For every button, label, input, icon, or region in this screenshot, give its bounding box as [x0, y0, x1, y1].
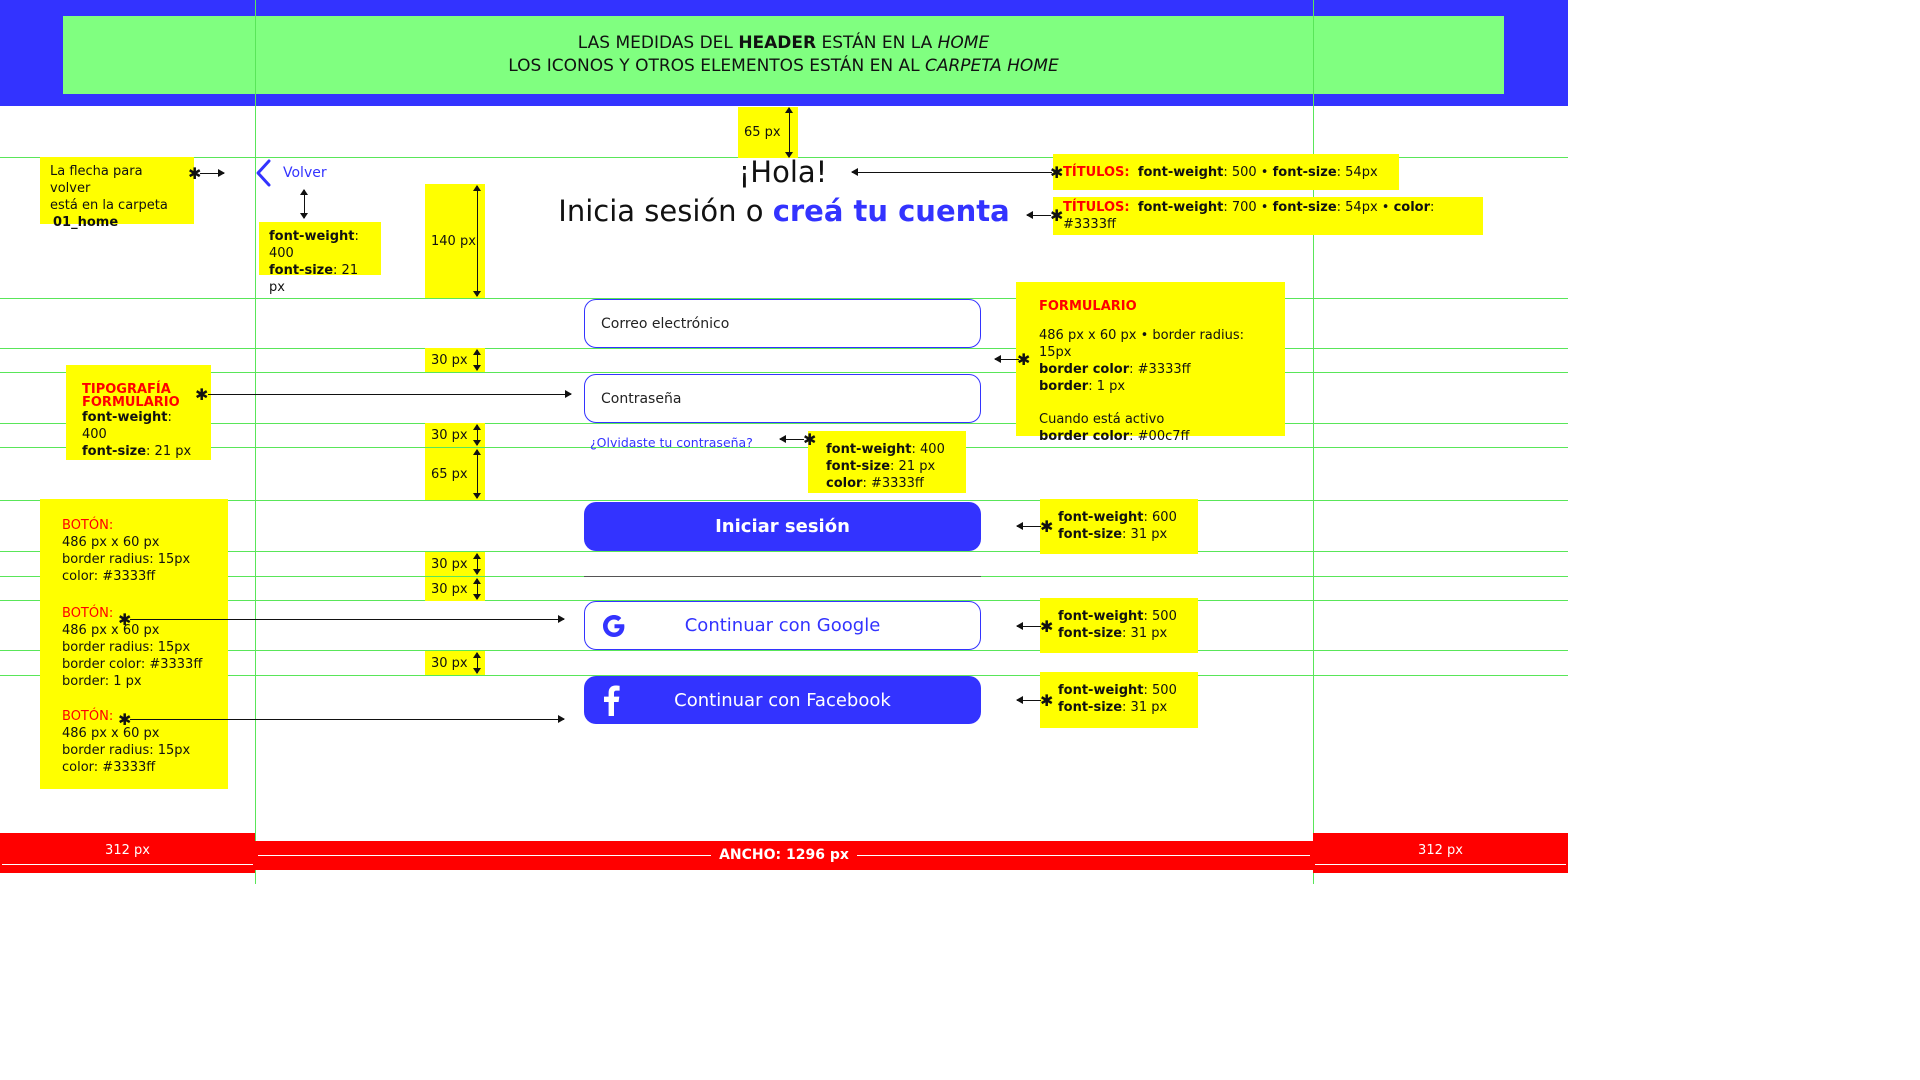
- facebook-button[interactable]: Continuar con Facebook: [584, 676, 981, 724]
- note-form-typography: TIPOGRAFÍA FORMULARIO font-weight: 400 f…: [66, 365, 211, 460]
- guide-line: [0, 447, 1568, 448]
- password-field[interactable]: Contraseña: [584, 374, 981, 423]
- password-placeholder: Contraseña: [601, 390, 682, 407]
- divider: [584, 576, 981, 577]
- chevron-left-icon[interactable]: [254, 158, 274, 188]
- dimension-ruler: [473, 578, 481, 600]
- back-link[interactable]: Volver: [283, 165, 327, 181]
- annotation-arrow: [130, 715, 565, 723]
- google-button-label: Continuar con Google: [684, 615, 881, 636]
- dimension-ruler: [473, 449, 481, 499]
- dimension-label: 140 px: [425, 184, 485, 298]
- asterisk-marker: ✱: [195, 385, 209, 404]
- guide-line: [0, 551, 1568, 552]
- asterisk-marker: ✱: [118, 710, 132, 729]
- left-margin-label: 312 px: [105, 843, 150, 858]
- annotation-arrow: [300, 189, 308, 219]
- asterisk-marker: ✱: [1040, 617, 1054, 636]
- right-margin-label: 312 px: [1418, 843, 1463, 858]
- guide-vertical-left: [255, 0, 256, 884]
- annotation-arrow: [779, 435, 804, 443]
- annotation-arrow: [130, 615, 565, 623]
- dimension-label: 65 px: [425, 448, 485, 500]
- guide-line: [0, 372, 1568, 373]
- note-title-login: TÍTULOS: font-weight: 700 • font-size: 5…: [1053, 197, 1483, 235]
- asterisk-marker: ✱: [803, 430, 817, 449]
- footer-right-margin: [1313, 833, 1568, 873]
- annotation-arrow: [1016, 522, 1041, 530]
- annotation-arrow: [1026, 211, 1051, 219]
- note-forgot-typography: font-weight: 400 font-size: 21 px color:…: [808, 431, 966, 493]
- dimension-label: 65 px: [738, 107, 798, 158]
- annotation-arrow: [994, 355, 1019, 363]
- login-button[interactable]: Iniciar sesión: [584, 502, 981, 551]
- note-back-typography: font-weight: 400 font-size: 21 px: [259, 222, 381, 295]
- facebook-icon: [602, 684, 620, 716]
- login-button-label: Iniciar sesión: [715, 516, 850, 537]
- header-note: LAS MEDIDAS DEL HEADER ESTÁN EN LA HOME …: [63, 16, 1504, 94]
- note-back-arrow: La flecha para volver está en la carpeta…: [40, 157, 194, 230]
- facebook-button-label: Continuar con Facebook: [674, 689, 891, 711]
- note-google-typography: font-weight: 500 font-size: 31 px: [1040, 598, 1198, 653]
- google-button[interactable]: Continuar con Google: [584, 601, 981, 650]
- asterisk-marker: ✱: [1040, 517, 1054, 536]
- note-buttons: BOTÓN: 486 px x 60 px border radius: 15p…: [40, 499, 228, 789]
- guide-line: [0, 348, 1568, 349]
- content-width-label: ANCHO: 1296 px: [711, 847, 857, 863]
- dimension-ruler: [473, 185, 481, 297]
- guide-line: [0, 500, 1568, 501]
- annotation-arrow: [1016, 696, 1041, 704]
- guide-line: [0, 423, 1568, 424]
- dimension-label: 30 px: [425, 577, 485, 601]
- guide-vertical-right: [1313, 0, 1314, 884]
- note-form-fields: FORMULARIO 486 px x 60 px • border radiu…: [1016, 282, 1285, 444]
- annotation-arrow: [200, 169, 225, 177]
- login-title: Inicia sesión o creá tu cuenta: [558, 194, 1010, 228]
- dimension-ruler: [473, 652, 481, 674]
- note-title-hello: TÍTULOS: font-weight: 500 • font-size: 5…: [1053, 154, 1399, 190]
- note-login-typography: font-weight: 600 font-size: 31 px: [1040, 499, 1198, 554]
- dimension-ruler: [473, 349, 481, 371]
- email-placeholder: Correo electrónico: [601, 315, 730, 332]
- guide-line: [0, 298, 1568, 299]
- asterisk-marker: ✱: [1017, 350, 1031, 369]
- header-note-line-1: LAS MEDIDAS DEL HEADER ESTÁN EN LA HOME: [577, 33, 990, 53]
- annotation-arrow: [851, 168, 1052, 176]
- annotation-arrow: [208, 390, 572, 398]
- footer-left-margin: [0, 833, 255, 873]
- annotation-arrow: [1016, 622, 1041, 630]
- footer-ruler-left: [2, 864, 253, 865]
- footer-ruler-right: [1315, 864, 1566, 865]
- email-field[interactable]: Correo electrónico: [584, 299, 981, 348]
- asterisk-marker: ✱: [118, 610, 132, 629]
- asterisk-marker: ✱: [1040, 691, 1054, 710]
- guide-line: [0, 675, 1568, 676]
- guide-line: [0, 650, 1568, 651]
- asterisk-marker: ✱: [1050, 163, 1064, 182]
- forgot-password-link[interactable]: ¿Olvidaste tu contraseña?: [590, 435, 753, 450]
- google-icon: [599, 611, 629, 641]
- dimension-ruler: [473, 424, 481, 446]
- width-label-wrap: ANCHO: 1296 px: [255, 844, 1313, 863]
- hello-title: ¡Hola!: [738, 155, 828, 189]
- guide-line: [0, 600, 1568, 601]
- asterisk-marker: ✱: [188, 164, 202, 183]
- asterisk-marker: ✱: [1050, 206, 1064, 225]
- header-note-line-2: LOS ICONOS Y OTROS ELEMENTOS ESTÁN EN AL…: [508, 56, 1059, 76]
- create-account-link[interactable]: creá tu cuenta: [772, 194, 1010, 228]
- note-facebook-typography: font-weight: 500 font-size: 31 px: [1040, 672, 1198, 728]
- dimension-ruler: [785, 107, 793, 158]
- dimension-ruler: [473, 553, 481, 575]
